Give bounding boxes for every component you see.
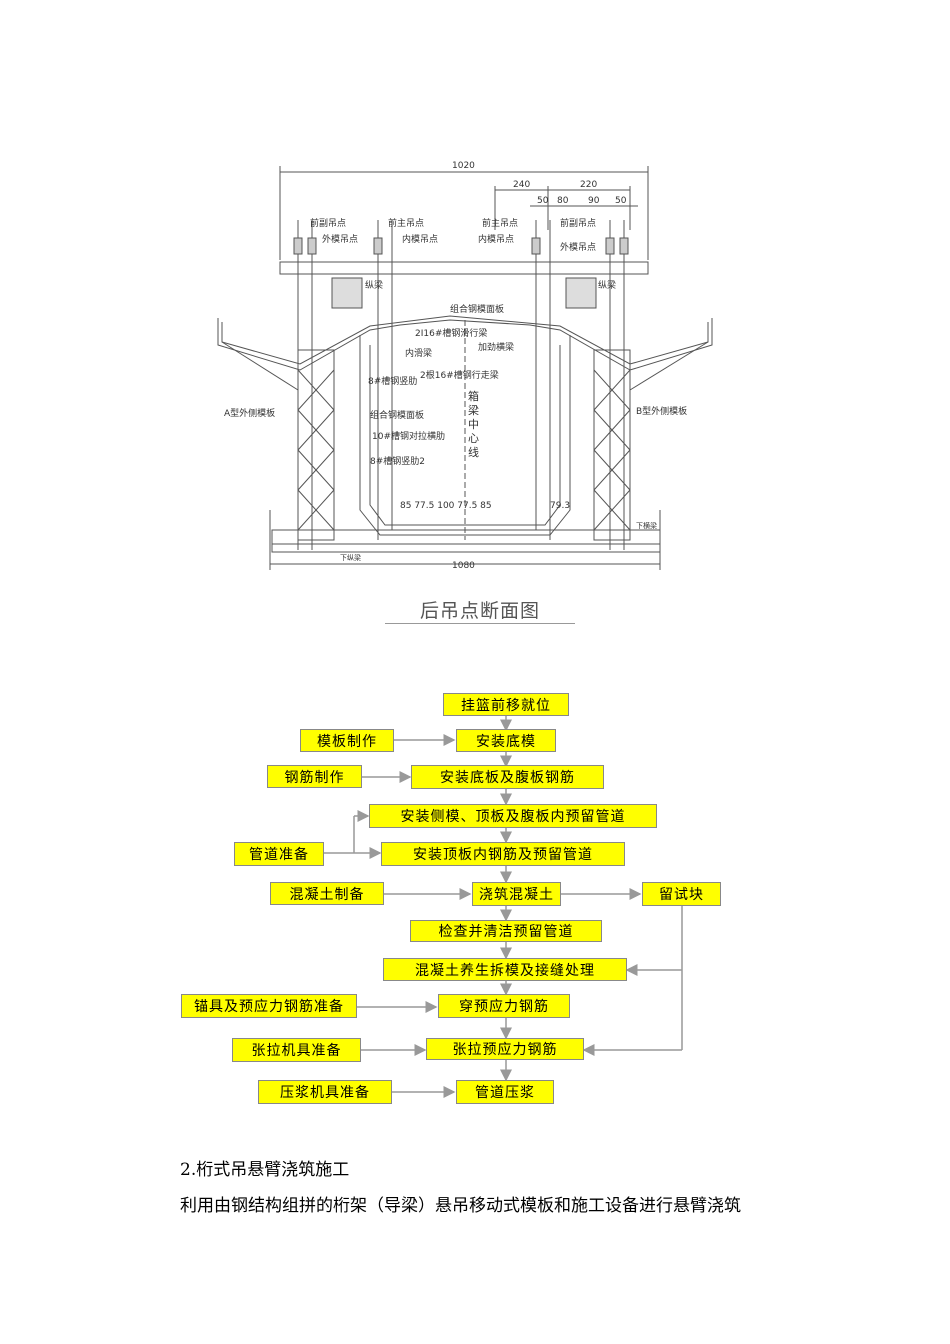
section-heading: 2.桁式吊悬臂浇筑施工 (180, 1160, 350, 1180)
label-front-sub-hang-left: 前副吊点 (310, 217, 346, 229)
label-walk-beam: 2I16#槽钢滑行梁 (415, 327, 487, 339)
label-front-main-hang-left: 前主吊点 (388, 217, 424, 229)
flow-node-top-rebar-ducts: 安装顶板内钢筋及预留管道 (381, 842, 625, 866)
label-form-a: A型外侧模板 (224, 407, 275, 419)
flow-node-move-forward: 挂篮前移就位 (443, 693, 569, 716)
flow-node-install-bottom-form: 安装底模 (456, 729, 556, 752)
flow-node-side-form-ducts: 安装侧模、顶板及腹板内预留管道 (369, 804, 657, 828)
flow-node-thread-tendons: 穿预应力钢筋 (438, 994, 570, 1018)
label-inner-hang-left: 内模吊点 (402, 233, 438, 245)
dim-90: 90 (588, 196, 600, 206)
label-side-rib-2: 8#槽钢竖肋2 (370, 455, 425, 467)
label-slide-beam: 内滑梁 (405, 347, 432, 359)
dim-bottom-row: 85 77.5 100 77.5 85 (400, 501, 492, 511)
flow-node-tension-tendons: 张拉预应力钢筋 (426, 1038, 584, 1060)
flow-node-clean-ducts: 检查并清洁预留管道 (410, 920, 602, 942)
dim-bottom-total: 1080 (452, 561, 475, 571)
flow-input-anchorage: 锚具及预应力钢筋准备 (181, 994, 357, 1018)
caption-underline (385, 623, 575, 624)
label-bottom-beam-right: 下横梁 (636, 521, 657, 530)
label-side-rib: 8#槽钢竖肋 (368, 375, 417, 387)
body-text: 2.桁式吊悬臂浇筑施工 利用由钢结构组拼的桁架（导梁）悬吊移动式模板和施工设备进… (180, 1152, 820, 1224)
flow-test-block: 留试块 (642, 882, 721, 906)
label-stiff-rib: 加劲横梁 (478, 341, 514, 353)
label-combo-side: 组合钢模面板 (370, 409, 424, 421)
flow-input-concrete: 混凝土制备 (270, 882, 384, 905)
flow-input-grout-tools: 压浆机具准备 (258, 1080, 392, 1104)
flow-node-duct-grouting: 管道压浆 (456, 1080, 554, 1104)
construction-flowchart: 挂篮前移就位 安装底模 安装底板及腹板钢筋 安装侧模、顶板及腹板内预留管道 安装… (170, 680, 730, 1110)
dim-top-total: 1020 (452, 161, 475, 171)
dim-79: 79.3 (550, 501, 570, 511)
flow-node-bottom-web-rebar: 安装底板及腹板钢筋 (411, 765, 604, 789)
flow-node-pour-concrete: 浇筑混凝土 (472, 882, 561, 906)
dim-80: 80 (557, 196, 569, 206)
label-longbeam-left: 纵梁 (365, 279, 383, 291)
flow-arrows (324, 715, 683, 1098)
flow-input-ducts: 管道准备 (234, 842, 324, 866)
label-outer-hang-right: 外模吊点 (560, 241, 596, 253)
label-center-line: 箱梁中心线 (468, 389, 479, 459)
label-tie-rod: 10#槽钢对拉横肋 (372, 430, 445, 442)
label-outer-hang-left: 外模吊点 (322, 233, 358, 245)
label-inner-hang-right: 内模吊点 (478, 233, 514, 245)
label-form-b: B型外侧模板 (636, 405, 687, 417)
flow-input-tension-tools: 张拉机具准备 (232, 1038, 361, 1062)
flow-input-rebar: 钢筋制作 (267, 765, 362, 788)
label-longbeam-right: 纵梁 (598, 279, 616, 291)
dim-50a: 50 (537, 196, 549, 206)
cross-section-svg: 1020 240 220 50 80 90 50 1080 85 77.5 10… (217, 161, 713, 571)
label-top-form: 组合钢模面板 (450, 303, 504, 315)
label-bottom-beam-left: 下纵梁 (340, 553, 361, 562)
section-paragraph: 利用由钢结构组拼的桁架（导梁）悬吊移动式模板和施工设备进行悬臂浇筑 (180, 1196, 741, 1216)
flow-input-formwork: 模板制作 (300, 729, 394, 752)
dim-220: 220 (580, 180, 597, 190)
label-front-main-hang-right: 前主吊点 (482, 217, 518, 229)
dim-240: 240 (513, 180, 530, 190)
flow-node-curing-joint: 混凝土养生拆模及接缝处理 (383, 958, 627, 981)
cross-section-drawing: 1020 240 220 50 80 90 50 1080 85 77.5 10… (200, 150, 760, 630)
dim-50b: 50 (615, 196, 627, 206)
figure-caption: 后吊点断面图 (419, 600, 540, 622)
label-double-beam: 2根16#槽钢行走梁 (420, 369, 499, 381)
label-front-sub-hang-right: 前副吊点 (560, 217, 596, 229)
